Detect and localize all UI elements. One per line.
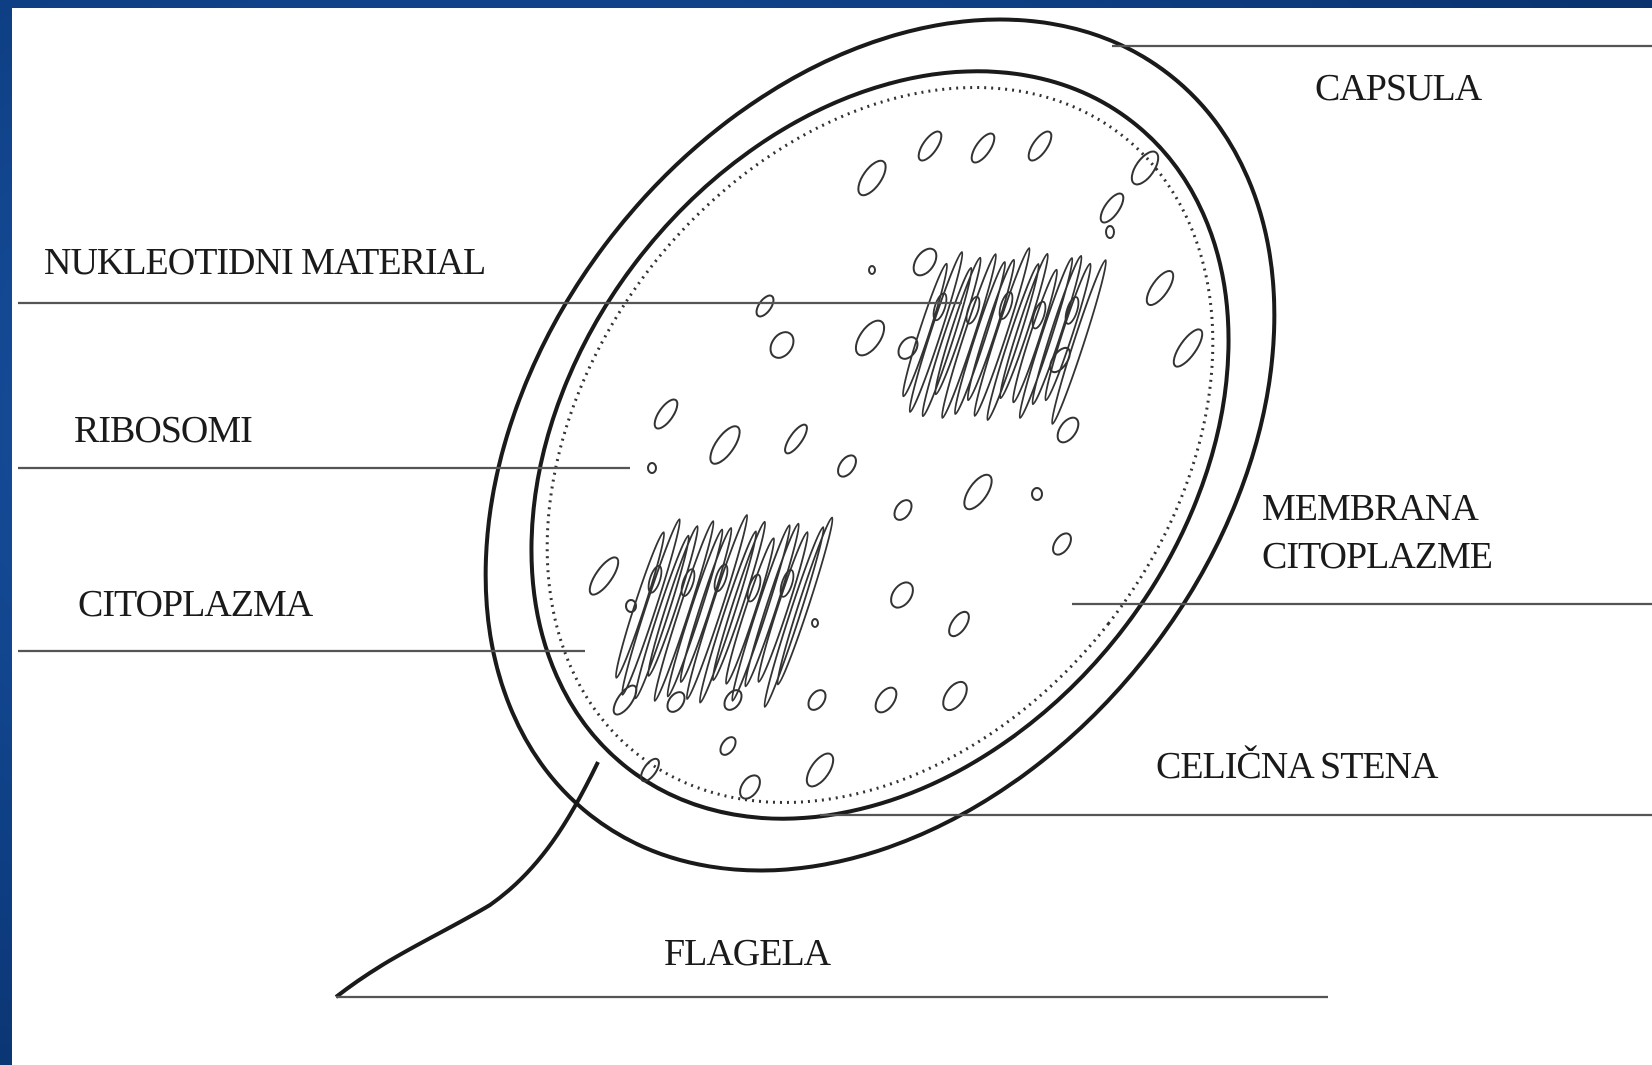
ribosome [1169, 325, 1207, 370]
ribosome [802, 749, 839, 790]
ribosome [1106, 226, 1114, 238]
label-capsule: CAPSULA [1315, 67, 1483, 109]
flagellum [336, 762, 598, 997]
ribosome [909, 245, 941, 280]
ribosome [781, 422, 810, 457]
label-cell-wall: CELIČNA STENA [1156, 745, 1439, 787]
ribosome [585, 553, 623, 598]
ribosome [915, 128, 946, 164]
label-flagellum: FLAGELA [664, 932, 832, 974]
nucleoid-upper [899, 247, 1111, 426]
ribosome [1025, 128, 1056, 164]
ribosome [834, 452, 859, 480]
ribosome [648, 463, 656, 473]
label-nucleoid: NUKLEOTIDNI MATERIAL [44, 241, 485, 283]
ribosome [945, 609, 973, 640]
ribosome [812, 619, 818, 627]
ribosome [959, 470, 997, 513]
dna-strand [741, 522, 803, 688]
label-membrane-line1: MEMBRANA [1262, 487, 1479, 529]
ribosomes-group [585, 128, 1207, 802]
dna-strand [728, 524, 795, 703]
dna-loop [1063, 296, 1081, 326]
ribosome [638, 756, 663, 784]
ribosome [871, 684, 900, 716]
ribosome [717, 734, 738, 757]
label-ribosomes: RIBOSOMI [74, 409, 252, 451]
ribosome [869, 266, 875, 274]
dna-strand [618, 518, 685, 697]
ribosome [1142, 267, 1178, 309]
ribosome [753, 293, 777, 320]
dna-strand [650, 520, 718, 703]
nucleoid-lower [612, 513, 837, 708]
ribosome [968, 130, 999, 166]
ribosome [705, 422, 745, 468]
ribosome [1049, 530, 1074, 558]
ribosome [1097, 190, 1128, 226]
dna-strand [682, 513, 751, 700]
ribosome [853, 156, 891, 199]
ribosome [891, 497, 915, 523]
ribosome [1032, 488, 1042, 500]
ribosome [938, 678, 971, 715]
label-membrane-line2: CITOPLAZME [1262, 535, 1492, 577]
ribosome [887, 578, 918, 611]
cell-wall-outline [387, 0, 1373, 956]
ribosome [805, 687, 829, 713]
ribosome [651, 396, 682, 432]
ribosome [766, 328, 798, 362]
ribosome [850, 316, 889, 360]
ribosome [1053, 414, 1082, 446]
ribosome [1127, 147, 1164, 188]
label-cytoplasm: CITOPLAZMA [78, 583, 314, 625]
